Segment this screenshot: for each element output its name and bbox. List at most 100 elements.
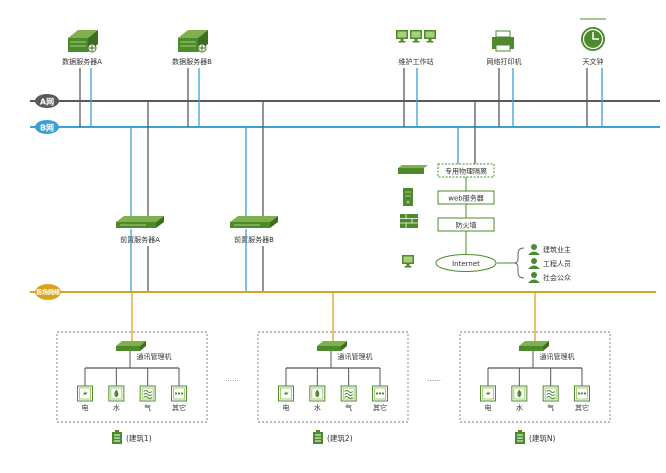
- isolation-label: 专用物理隔离: [445, 167, 487, 176]
- gas-icon: [143, 390, 152, 399]
- user-icon: [528, 244, 540, 255]
- water-icon: [315, 389, 320, 398]
- meter-label: 其它: [172, 403, 186, 412]
- monitor-icon: [410, 30, 422, 43]
- internet-label: Internet: [452, 260, 480, 268]
- data-server-b-label: 数据服务器B: [172, 57, 212, 66]
- gas-icon: [344, 390, 353, 399]
- meter-label: 其它: [575, 403, 589, 412]
- meter-label: 电: [485, 403, 492, 412]
- meter-label: 水: [314, 403, 321, 412]
- clock-icon: [580, 18, 606, 51]
- svg-text:B网: B网: [40, 124, 54, 133]
- user-list: 建筑业主 工程人员 社会公众: [528, 244, 571, 283]
- engineer-icon: [528, 258, 540, 269]
- meter-other: 其它: [372, 368, 388, 412]
- more-icon: [577, 392, 587, 395]
- meter-electricity: 电: [278, 368, 294, 412]
- maintenance-station: 维护工作站: [396, 30, 436, 127]
- water-icon: [517, 389, 522, 398]
- monitor-icon: [424, 30, 436, 43]
- meter-gas: 气: [542, 368, 559, 412]
- panel-ellipsis-1: ……: [225, 375, 239, 383]
- front-server-a-label: 前置服务器A: [120, 235, 160, 244]
- isolation-box: [437, 163, 495, 178]
- comm-manager-icon: [116, 341, 146, 351]
- astronomical-clock-label: 天文钟: [583, 57, 604, 66]
- electricity-icon: [83, 389, 88, 398]
- comm-manager-label: 通讯管理机: [338, 352, 373, 361]
- a-network-label: A网: [35, 94, 59, 108]
- server-icon: [229, 215, 279, 229]
- front-server-b-label: 前置服务器B: [234, 235, 274, 244]
- meter-electricity: 电: [480, 368, 496, 412]
- field-network-label: 现场网络: [35, 284, 61, 300]
- data-server-a: 数据服务器A: [62, 29, 102, 127]
- server-icon: [177, 29, 209, 53]
- firewall-label: 防火墙: [456, 221, 477, 230]
- more-icon: [174, 392, 184, 395]
- server-icon: [67, 29, 99, 53]
- front-server-a: 前置服务器A: [115, 101, 165, 292]
- web-server-icon: [403, 188, 413, 206]
- panel-ellipsis-2: ……: [427, 375, 441, 383]
- comm-manager-label: 通讯管理机: [540, 352, 575, 361]
- data-server-b: 数据服务器B: [172, 29, 212, 127]
- server-icon: [115, 215, 165, 229]
- monitor-icon: [402, 255, 414, 268]
- gas-icon: [546, 390, 555, 399]
- meter-gas: 气: [139, 368, 156, 412]
- maintenance-station-label: 维护工作站: [399, 57, 434, 66]
- electricity-icon: [486, 389, 491, 398]
- meter-other: 其它: [171, 368, 187, 412]
- isolation-device-icon: [398, 165, 428, 174]
- internet-cloud: [435, 254, 497, 272]
- user-item-engineer: 工程人员: [543, 259, 571, 268]
- firewall-icon: [400, 214, 418, 228]
- b-network-label: B网: [35, 120, 59, 134]
- more-icon: [375, 392, 385, 395]
- svg-text:A网: A网: [40, 98, 54, 107]
- building-icon: [514, 429, 526, 445]
- meter-label: 水: [113, 403, 120, 412]
- printer-icon: [492, 30, 514, 52]
- water-icon: [114, 389, 119, 398]
- meter-water: 水: [511, 368, 528, 412]
- meter-label: 气: [144, 403, 151, 412]
- meter-label: 气: [547, 403, 554, 412]
- meter-label: 电: [82, 403, 89, 412]
- web-server-label: web服务器: [448, 194, 483, 203]
- user-brace: [513, 247, 525, 279]
- building-icon: [111, 429, 123, 445]
- building-label: (建筑1): [126, 433, 152, 443]
- astronomical-clock: 天文钟: [580, 18, 606, 127]
- meter-label: 电: [283, 403, 290, 412]
- meter-other: 其它: [574, 368, 590, 412]
- meter-label: 气: [345, 403, 352, 412]
- group-icon: [528, 272, 540, 283]
- building-label: (建筑N): [529, 433, 556, 443]
- network-printer: 网络打印机: [487, 30, 522, 127]
- network-printer-label: 网络打印机: [487, 57, 522, 66]
- meter-label: 其它: [373, 403, 387, 412]
- building-label: (建筑2): [327, 433, 353, 443]
- building-icon: [312, 429, 324, 445]
- comm-manager-icon: [519, 341, 549, 351]
- data-server-a-label: 数据服务器A: [62, 57, 102, 66]
- meter-water: 水: [108, 368, 125, 412]
- svg-text:现场网络: 现场网络: [36, 289, 60, 297]
- meter-water: 水: [309, 368, 326, 412]
- meter-gas: 气: [340, 368, 357, 412]
- monitor-icon: [396, 30, 408, 43]
- user-item-owner: 建筑业主: [543, 245, 571, 254]
- front-server-b: 前置服务器B: [229, 101, 279, 292]
- user-item-public: 社会公众: [543, 273, 571, 282]
- comm-manager-label: 通讯管理机: [137, 352, 172, 361]
- comm-manager-icon: [317, 341, 347, 351]
- meter-label: 水: [516, 403, 523, 412]
